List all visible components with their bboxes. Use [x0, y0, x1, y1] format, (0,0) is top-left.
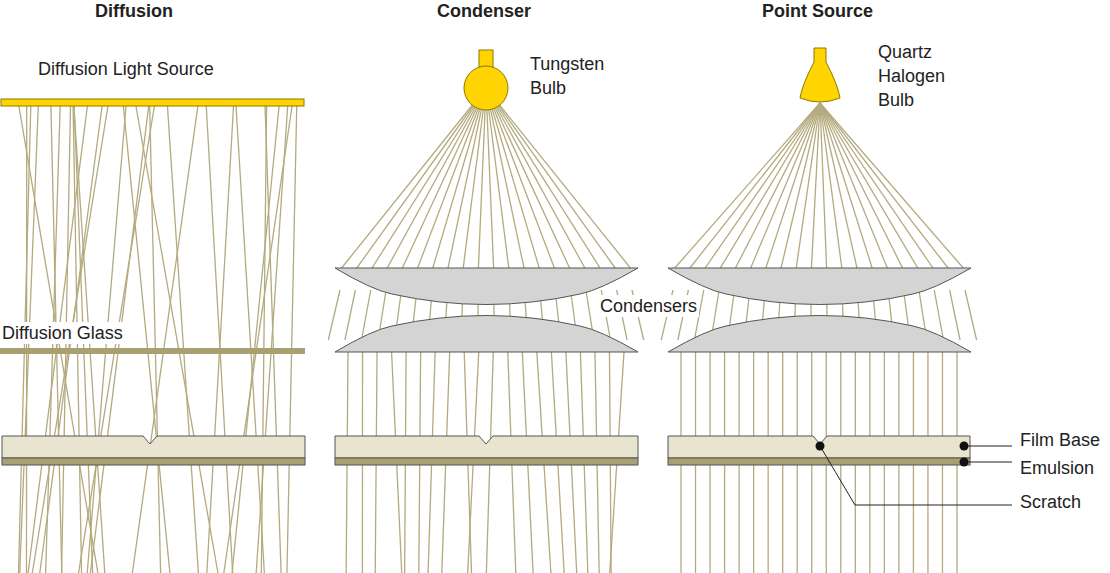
light-ray	[765, 103, 820, 270]
light-ray	[386, 88, 486, 270]
light-rays	[18, 88, 976, 573]
light-ray	[340, 88, 486, 270]
light-ray	[486, 88, 571, 270]
diffusion-glass	[0, 348, 305, 354]
light-ray	[224, 106, 292, 573]
light-ray	[486, 88, 540, 270]
part-label: Tungsten Bulb	[530, 52, 620, 100]
light-ray	[486, 88, 555, 270]
light-ray	[287, 106, 297, 573]
light-ray	[820, 103, 950, 270]
light-ray	[781, 103, 820, 270]
light-ray	[432, 88, 486, 270]
light-ray	[820, 103, 904, 270]
light-ray	[950, 290, 960, 340]
bulbs	[464, 48, 840, 110]
part-label: Diffusion Glass	[0, 322, 125, 344]
light-ray	[371, 88, 486, 270]
diffusion-light-source	[1, 99, 304, 106]
light-ray	[448, 88, 486, 270]
light-ray	[167, 106, 198, 573]
part-label: Diffusion Light Source	[38, 58, 214, 80]
light-ray	[486, 88, 586, 270]
light-ray	[965, 290, 977, 340]
light-ray	[486, 88, 632, 270]
light-ray	[820, 103, 873, 270]
leader-dots	[816, 442, 969, 467]
light-ray	[256, 106, 288, 573]
film-strips	[2, 436, 970, 465]
light-ray	[345, 290, 355, 340]
light-ray	[934, 290, 943, 340]
light-ray	[328, 290, 340, 340]
light-ray	[136, 106, 218, 573]
light-ray	[486, 88, 617, 270]
panel-heading: Condenser	[437, 0, 531, 22]
light-ray	[207, 106, 234, 573]
part-label: Film Base	[1020, 429, 1100, 451]
light-ray	[261, 106, 266, 573]
light-ray	[355, 88, 486, 270]
light-ray	[820, 103, 919, 270]
light-ray	[688, 103, 820, 270]
light-ray	[236, 106, 264, 573]
light-ray	[486, 88, 601, 270]
light-ray	[478, 88, 486, 270]
part-label: Scratch	[1020, 491, 1081, 513]
light-ray	[704, 103, 820, 270]
light-ray	[796, 103, 820, 270]
light-ray	[362, 290, 371, 340]
light-ray	[811, 103, 820, 270]
light-ray	[673, 103, 820, 270]
light-ray	[123, 106, 170, 573]
condenser-lenses	[335, 268, 971, 352]
light-ray	[463, 88, 486, 270]
light-ray	[401, 88, 486, 270]
part-label: Quartz Halogen Bulb	[878, 40, 958, 112]
light-ray	[265, 106, 281, 573]
light-ray	[750, 103, 820, 270]
leader-lines	[820, 446, 1012, 505]
light-ray	[820, 103, 934, 270]
light-ray	[206, 106, 232, 573]
light-ray	[417, 88, 486, 270]
light-ray	[132, 106, 198, 573]
panel-heading: Point Source	[762, 0, 873, 22]
light-ray	[820, 103, 888, 270]
light-ray	[820, 103, 965, 270]
part-label: Emulsion	[1020, 457, 1094, 479]
light-ray	[150, 106, 161, 573]
light-ray	[734, 103, 820, 270]
panel-heading: Diffusion	[95, 0, 173, 22]
part-label: Condensers	[598, 295, 699, 317]
light-ray	[719, 103, 820, 270]
